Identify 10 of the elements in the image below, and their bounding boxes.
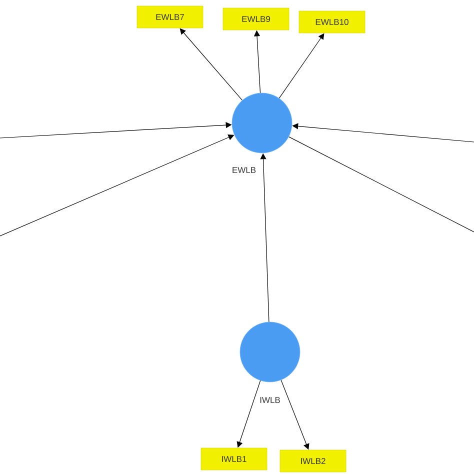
indicator-box: IWLB2 [280, 450, 346, 472]
arrow [278, 33, 324, 98]
arrow [180, 28, 242, 100]
construct-label: EWLB [232, 167, 256, 173]
indicator-box: IWLB1 [200, 448, 268, 470]
construct-label: IWLB [260, 397, 280, 403]
indicator-box: EWLB9 [222, 8, 290, 30]
arrow [292, 123, 474, 142]
indicator-box: EWLB10 [298, 10, 366, 34]
indicator-box: EWLB7 [136, 6, 204, 28]
